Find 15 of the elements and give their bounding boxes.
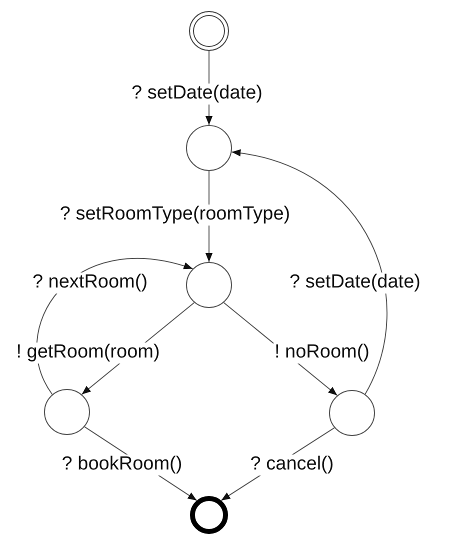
edge-label: ? setRoomType(roomType): [58, 204, 292, 226]
transition-arrow: [231, 150, 388, 395]
edge-label: ? nextRoom(): [31, 272, 149, 294]
state-circle: [186, 125, 232, 171]
edge-label: ? setDate(date): [130, 84, 264, 104]
state-circle: [329, 390, 375, 436]
edge-label: ! getRoom(room): [15, 342, 161, 364]
edge-label: ? cancel(): [249, 454, 335, 476]
final-state-circle: [190, 496, 228, 534]
state-circle: [44, 389, 90, 435]
edge-label: ! noRoom(): [273, 342, 371, 364]
edge-label: ? setDate(date): [288, 272, 422, 294]
edge-label: ? bookRoom(): [60, 454, 184, 476]
state-circle: [186, 262, 232, 308]
initial-state-circle: [189, 11, 229, 51]
